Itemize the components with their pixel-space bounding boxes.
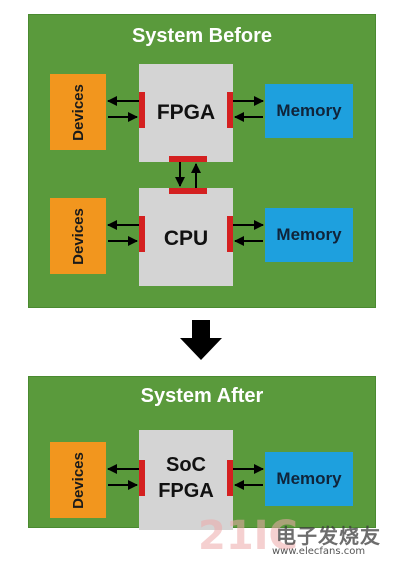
- devices-label-bottom: Devices: [69, 207, 87, 265]
- soc-port-right: [227, 460, 233, 496]
- devices-block-after: Devices: [50, 442, 106, 518]
- memory-label-top: Memory: [276, 101, 342, 120]
- fpga-label: FPGA: [156, 101, 216, 124]
- fpga-port-left: [139, 92, 145, 128]
- devices-block-bottom: Devices: [50, 198, 106, 274]
- fpga-port-bottom: [169, 156, 207, 162]
- system-after-title: System After: [140, 385, 264, 407]
- soc-fpga-chip: SoC FPGA: [139, 430, 233, 530]
- memory-block-after: Memory: [265, 452, 353, 506]
- cpu-chip: CPU: [139, 188, 233, 286]
- watermark: 21IC 电子发烧友 www.elecfans.com: [198, 516, 398, 561]
- soc-port-left: [139, 460, 145, 496]
- watermark-number: 21IC: [198, 513, 298, 559]
- devices-block-top: Devices: [50, 74, 106, 150]
- watermark-chinese: 电子发烧友: [276, 526, 381, 548]
- system-before-title: System Before: [131, 25, 273, 47]
- cpu-port-left: [139, 216, 145, 252]
- devices-label-after: Devices: [69, 451, 87, 509]
- memory-label-after: Memory: [276, 469, 342, 488]
- memory-block-bottom: Memory: [265, 208, 353, 262]
- devices-label-top: Devices: [69, 83, 87, 141]
- cpu-port-top: [169, 188, 207, 194]
- memory-block-top: Memory: [265, 84, 353, 138]
- watermark-url: www.elecfans.com: [272, 546, 366, 557]
- cpu-port-right: [227, 216, 233, 252]
- fpga-chip: FPGA: [139, 64, 233, 162]
- cpu-label: CPU: [163, 227, 209, 250]
- soc-label: SoC: [166, 454, 206, 476]
- fpga-port-right: [227, 92, 233, 128]
- memory-label-bottom: Memory: [276, 225, 342, 244]
- soc-fpga-label: FPGA: [158, 480, 214, 502]
